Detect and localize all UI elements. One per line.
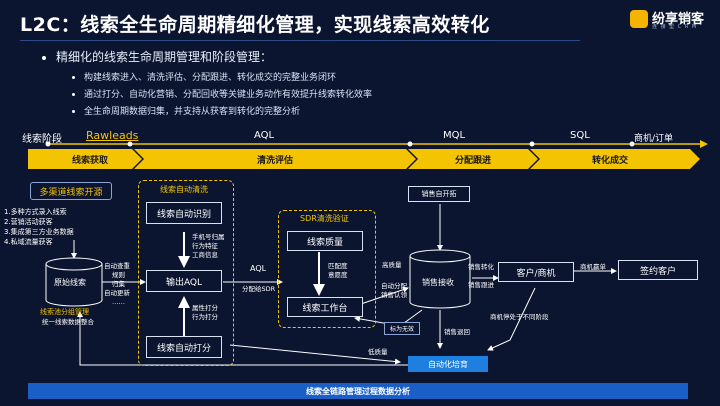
logo-subtext: 连 接 型 C R M bbox=[652, 24, 698, 30]
raw-leads-pool: 原始线索 bbox=[54, 278, 86, 287]
logo-icon bbox=[630, 10, 648, 28]
sales-convert: 销售转化 bbox=[468, 263, 494, 271]
bullet-item: 通过打分、自动化营销、分配回收等关键业务动作有效提升线索转化效率 bbox=[72, 87, 372, 100]
page-title: L2C：线索全生命周期精细化管理，实现线索高效转化 bbox=[20, 14, 490, 36]
auto-assign: 自动分配 销售认领 bbox=[381, 282, 407, 299]
signed-customer-box: 签约客户 bbox=[618, 260, 698, 280]
pool-caption-sub: 统一线索数据整合 bbox=[42, 318, 94, 326]
auto-clean-group bbox=[138, 180, 234, 366]
phase-chevrons bbox=[28, 149, 700, 169]
auto-nurture-box: 自动化培育 bbox=[408, 356, 488, 372]
output-aql-box: 输出AQL bbox=[146, 270, 222, 292]
lead-quality-box: 线索质量 bbox=[287, 231, 363, 251]
identify-notes: 手机号归属 行为特征 工商信息 bbox=[192, 233, 225, 259]
customer-opportunity-box: 客户/商机 bbox=[498, 262, 574, 282]
footer-analysis-bar: 线索全链路管理过程数据分析 bbox=[28, 383, 688, 399]
stage-end: 商机/订单 bbox=[634, 134, 674, 144]
stage-axis bbox=[45, 140, 708, 148]
phase-convert: 转化成交 bbox=[591, 156, 628, 166]
auto-clean-title: 线索自动清洗 bbox=[160, 185, 208, 194]
bullet-item: 全生命周期数据归集，并支持从获客到转化的完整分析 bbox=[72, 104, 300, 117]
stage-sql: SQL bbox=[570, 130, 590, 141]
stage-mql: MQL bbox=[443, 130, 466, 141]
bullet-dot-icon bbox=[72, 76, 75, 79]
bullet-item: 构建线索进入、清洗评估、分配跟进、转化成交的完整业务闭环 bbox=[72, 70, 336, 83]
sdr-group bbox=[278, 210, 376, 328]
auto-rules: 自动查重 规则 归集 自动更新 …… bbox=[104, 262, 130, 306]
lead-workbench-box: 线索工作台 bbox=[287, 297, 363, 317]
sdr-title: SDR清洗验证 bbox=[300, 214, 349, 223]
sales-return: 销售退回 bbox=[444, 328, 470, 336]
brand-logo: 纷享销客 连 接 型 C R M bbox=[630, 8, 708, 32]
bullet-dot-icon bbox=[72, 93, 75, 96]
title-divider bbox=[20, 40, 580, 41]
source-title: 多渠道线索开源 bbox=[30, 182, 112, 200]
bullet-dot-icon bbox=[72, 110, 75, 113]
phase-assign: 分配跟进 bbox=[454, 156, 491, 166]
phase-clean: 清洗评估 bbox=[256, 156, 293, 166]
stage-rawleads: Rawleads bbox=[86, 129, 139, 142]
match-notes: 匹配度 意愿度 bbox=[328, 262, 348, 279]
dispatch-sdr: 分配给SDR bbox=[242, 285, 276, 293]
sales-followup: 销售跟进 bbox=[468, 281, 494, 289]
mark-invalid-box: 标为无效 bbox=[384, 322, 420, 335]
aql-label: AQL bbox=[250, 264, 267, 273]
phase-acquire: 线索获取 bbox=[71, 156, 108, 166]
stage-label: 线索阶段 bbox=[22, 134, 62, 145]
auto-score-box: 线索自动打分 bbox=[146, 336, 222, 358]
high-quality: 高质量 bbox=[382, 261, 402, 269]
stage-aql: AQL bbox=[254, 130, 275, 141]
bullet-main: 精细化的线索生命周期管理和阶段管理： bbox=[42, 48, 272, 65]
pool-caption: 线索池分组管理 bbox=[40, 308, 89, 316]
sales-outreach-box: 销售自开拓 bbox=[408, 186, 470, 202]
opp-other-stage: 商机停处于不同阶段 bbox=[490, 313, 549, 321]
bullet-dot-icon bbox=[42, 55, 46, 60]
source-list: 1.多种方式录入线索 2.营销活动获客 3.集成第三方业务数据 4.私域流量获客 bbox=[4, 208, 74, 246]
low-quality: 低质量 bbox=[368, 348, 388, 356]
score-notes: 属性打分 行为打分 bbox=[192, 304, 218, 321]
logo-text: 纷享销客 bbox=[652, 12, 705, 27]
opportunity-win: 商机赢单 bbox=[580, 263, 606, 271]
auto-identify-box: 线索自动识别 bbox=[146, 202, 222, 224]
sales-receive: 销售接收 bbox=[422, 278, 454, 287]
